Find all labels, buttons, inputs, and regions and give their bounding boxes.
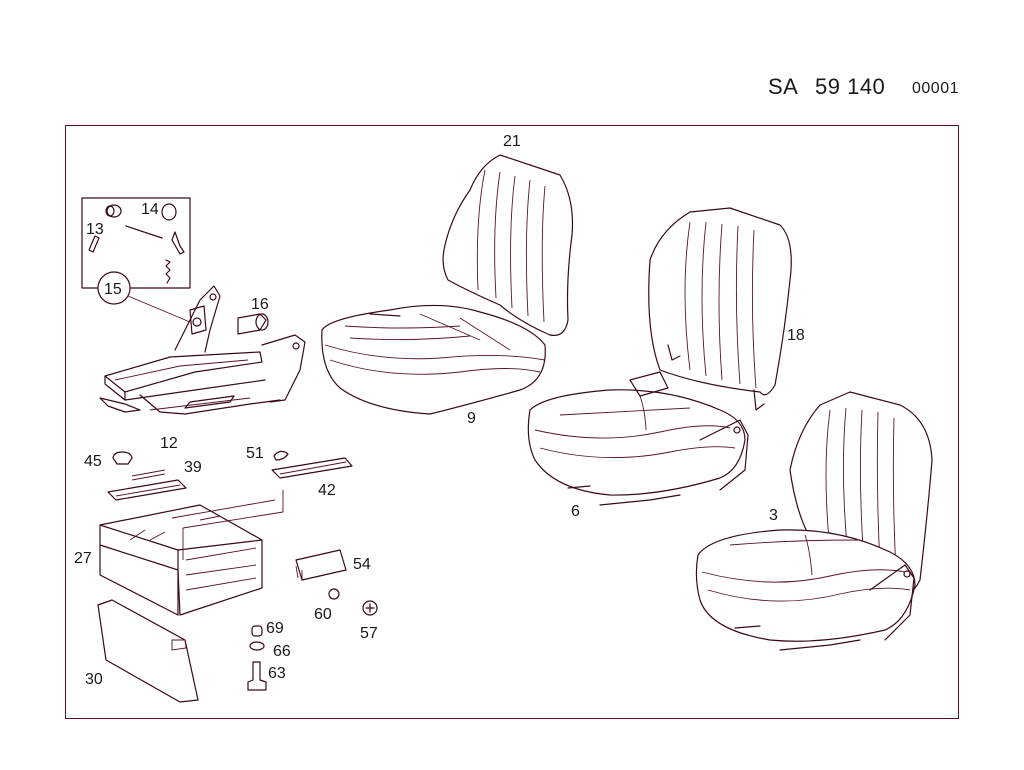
callout-54: 54: [353, 556, 371, 573]
callout-69: 69: [266, 620, 284, 637]
callout-13: 13: [86, 221, 104, 238]
seat-cushion-9: [321, 304, 546, 415]
callout-45: 45: [84, 453, 102, 470]
hardware: [247, 549, 378, 691]
callout-labels: 21 14 13 16 15 18 12 9 45 51 39 42 6 3 2…: [74, 133, 805, 688]
callout-3: 3: [769, 507, 778, 524]
callout-63: 63: [268, 665, 286, 682]
callout-12: 12: [160, 435, 178, 452]
callout-51: 51: [246, 445, 264, 462]
seat-assembly-3: [695, 391, 933, 651]
seat-assembly-6: [527, 207, 792, 506]
callout-15-circle: [97, 271, 131, 305]
callout-18: 18: [787, 327, 805, 344]
callout-9: 9: [467, 410, 476, 427]
sheet-id: 00001: [912, 80, 959, 97]
sheet-prefix: SA: [768, 74, 799, 99]
callout-15: 15: [104, 281, 122, 298]
callout-21: 21: [503, 133, 521, 150]
detail-inset: [81, 197, 191, 323]
seat-frame: [99, 285, 306, 415]
callout-57: 57: [360, 625, 378, 642]
mounting-box-27: [99, 490, 284, 616]
callout-14: 14: [141, 201, 159, 218]
callout-60: 60: [314, 606, 332, 623]
callout-39: 39: [184, 459, 202, 476]
bracket-parts: [107, 450, 353, 501]
drawing-frame: [65, 125, 959, 719]
callout-30: 30: [85, 671, 103, 688]
callout-16: 16: [251, 296, 269, 313]
callout-42: 42: [318, 482, 336, 499]
spring-16: [237, 313, 267, 335]
callout-66: 66: [273, 643, 291, 660]
sheet-number: 59 140: [815, 74, 886, 99]
callout-27: 27: [74, 550, 92, 567]
backrest-21: [442, 154, 574, 337]
callout-6: 6: [571, 503, 580, 520]
cover-plate-30: [97, 599, 199, 703]
